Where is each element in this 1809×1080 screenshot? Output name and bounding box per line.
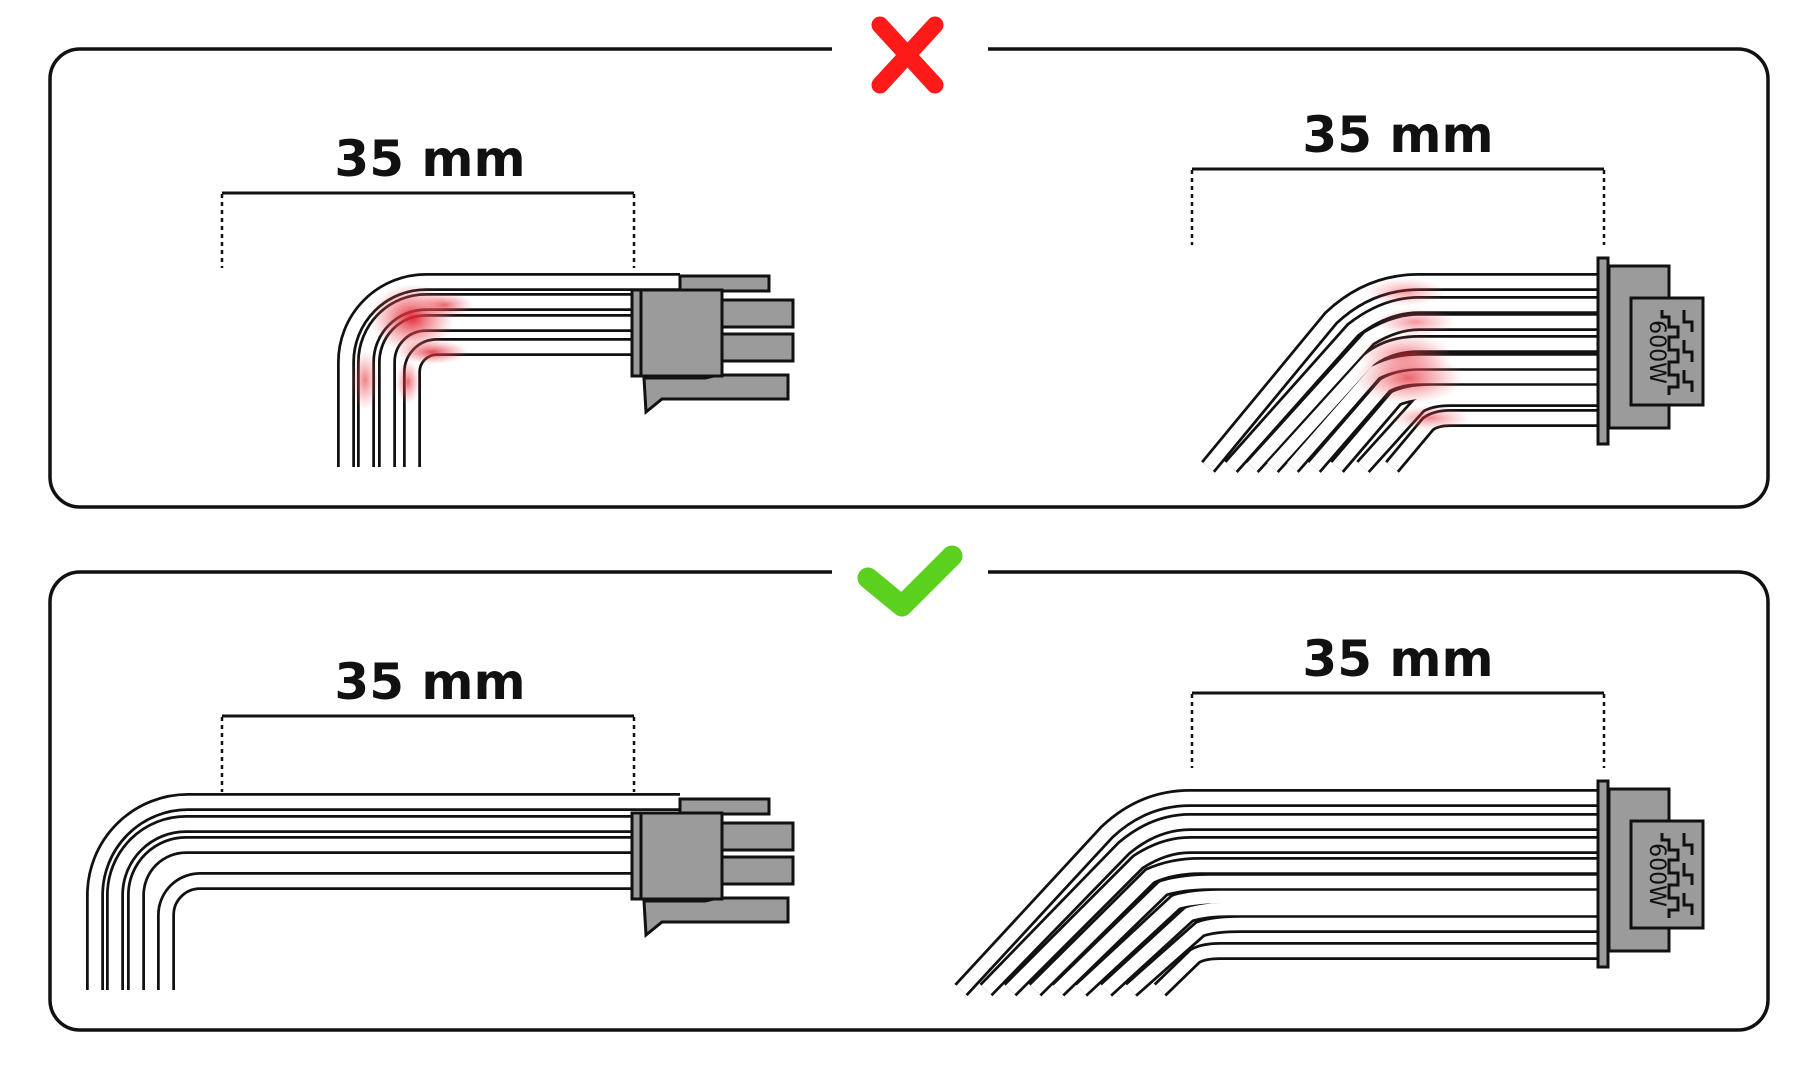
measurement-label: 35 mm	[334, 653, 525, 711]
measurement-label: 35 mm	[1302, 630, 1493, 688]
measurement-label: 35 mm	[1302, 106, 1493, 164]
stress-hotspot	[351, 284, 473, 410]
12vhpwr-connector: 600W	[1596, 256, 1705, 446]
measurement-bracket	[1190, 691, 1606, 768]
connector-power-label: 600W	[1644, 320, 1669, 384]
pcie-8pin-connector	[630, 797, 795, 937]
12vhpwr-cable-gentle-bend	[954, 789, 1600, 997]
pcie-cable-gentle-bend	[86, 793, 680, 990]
stress-hotspot	[1353, 278, 1470, 430]
measurement-bracket	[220, 714, 636, 792]
incorrect-panel-frame	[48, 47, 1770, 509]
correct-panel-frame	[48, 570, 1770, 1032]
pcie-8pin-connector	[630, 274, 795, 414]
incorrect-panel: 35 mm 35 mm	[48, 16, 1770, 509]
x-mark-icon	[871, 16, 944, 94]
connector-power-label: 600W	[1644, 843, 1669, 907]
check-mark-icon	[857, 545, 963, 617]
correct-panel: 35 mm 35 mm	[48, 545, 1770, 1032]
measurement-bracket	[1190, 167, 1606, 245]
12vhpwr-connector: 600W	[1596, 779, 1705, 969]
measurement-label: 35 mm	[334, 130, 525, 188]
measurement-bracket	[220, 191, 636, 268]
